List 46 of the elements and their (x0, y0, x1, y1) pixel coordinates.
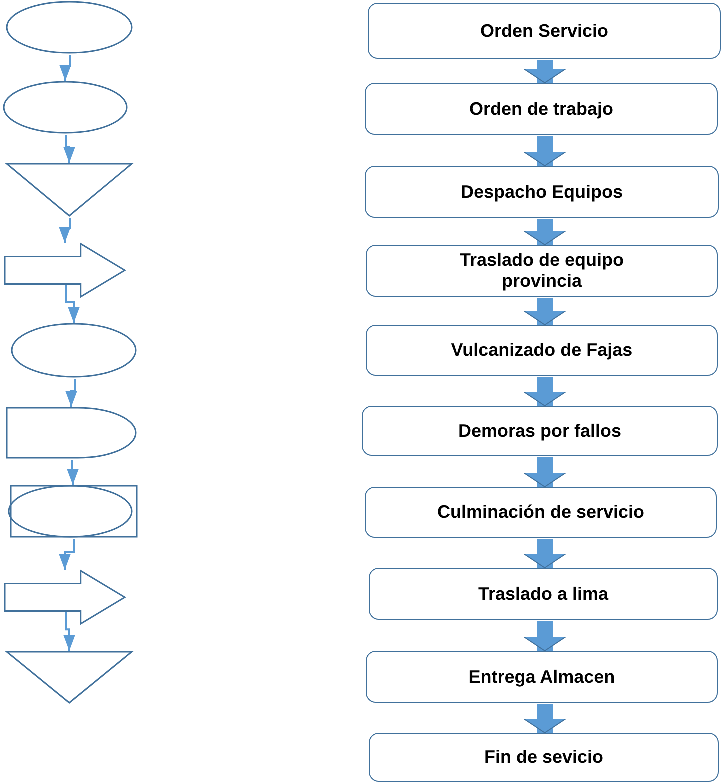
process-box (368, 3, 721, 59)
step-label: Orden Servicio (480, 20, 609, 42)
step-label: Traslado de equipo provincia (458, 250, 626, 292)
arrow (59, 218, 72, 243)
arrow (66, 379, 78, 407)
step-label: Fin de sevicio (484, 747, 604, 768)
block-arrow (524, 298, 566, 326)
block-arrow (524, 704, 566, 734)
block-arrow-shape (4, 243, 126, 298)
step-label: Despacho Equipos (460, 182, 624, 202)
arrow (65, 285, 80, 323)
block-arrow (524, 377, 566, 406)
process-box (365, 487, 717, 538)
triangle-shape (6, 163, 133, 217)
block-arrow (524, 457, 566, 488)
block-arrow (524, 60, 566, 84)
oval-in-box-shape (8, 485, 138, 538)
arrow (64, 612, 76, 651)
process-box (366, 651, 718, 703)
step-label: Culminación de servicio (437, 502, 645, 523)
arrow (67, 460, 79, 485)
step-label: Entrega Almacen (468, 666, 616, 688)
step-label: Traslado a lima (478, 584, 609, 604)
arrow (64, 135, 76, 163)
triangle-shape (6, 651, 133, 704)
oval-shape (6, 1, 133, 54)
step-label: Vulcanizado de Fajas (451, 340, 633, 361)
block-arrow (524, 219, 566, 246)
process-box (369, 733, 719, 782)
block-arrow (524, 621, 566, 652)
process-box (365, 166, 719, 218)
oval-shape (11, 323, 137, 378)
process-box (362, 406, 718, 456)
block-arrow (524, 539, 566, 568)
block-arrow-shape (4, 570, 126, 625)
process-box (366, 325, 718, 376)
process-box (366, 245, 718, 297)
delay-shape (6, 407, 137, 459)
process-box (365, 83, 718, 135)
arrow (60, 55, 72, 81)
oval-shape (3, 81, 128, 134)
step-label: Demoras por fallos (458, 420, 622, 442)
step-label: Orden de trabajo (469, 98, 614, 120)
block-arrow (524, 136, 566, 166)
arrow (59, 539, 75, 570)
process-box (369, 568, 718, 620)
